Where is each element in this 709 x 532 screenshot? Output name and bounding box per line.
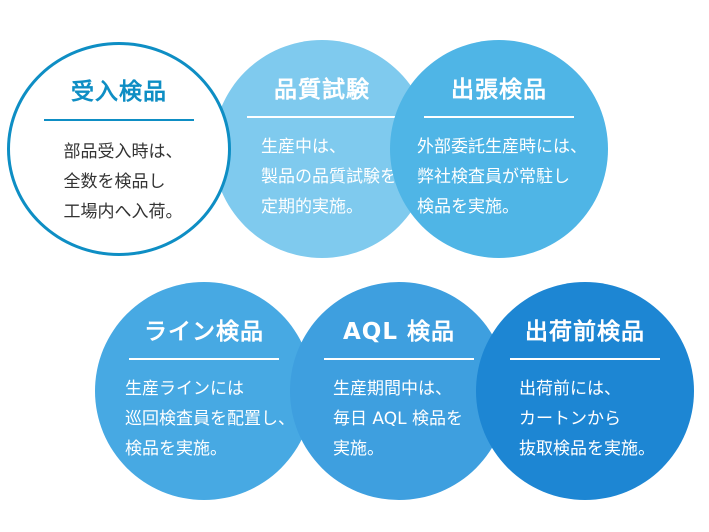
description-line: 定期的実施。 (261, 197, 363, 217)
description-line: 毎日 AQL 検品を (333, 409, 463, 429)
description-line: カートンから (519, 409, 621, 429)
circle-title: ライン検品 (144, 319, 264, 345)
divider (129, 358, 279, 360)
circle-receiving-inspection: 受入検品 部品受入時は、 全数を検品し 工場内へ入荷。 (7, 42, 231, 256)
description-line: 部品受入時は、 (63, 142, 183, 162)
description-line: 製品の品質試験を (261, 167, 397, 187)
circle-aql-inspection: AQL 検品 生産期間中は、 毎日 AQL 検品を 実施。 (290, 282, 508, 500)
description-line: 巡回検査員を配置し、 (125, 409, 295, 429)
description-line: 生産中は、 (261, 137, 346, 157)
divider (324, 358, 474, 360)
circle-description: 生産期間中は、 毎日 AQL 検品を 実施。 (333, 374, 463, 464)
description-line: 外部委託生産時には、 (417, 137, 587, 157)
description-line: 工場内へ入荷。 (63, 202, 183, 222)
circle-onsite-inspection: 出張検品 外部委託生産時には、 弊社検査員が常駐し 検品を実施。 (390, 40, 608, 258)
circle-description: 外部委託生産時には、 弊社検査員が常駐し 検品を実施。 (417, 132, 587, 222)
circle-line-inspection: ライン検品 生産ラインには 巡回検査員を配置し、 検品を実施。 (95, 282, 313, 500)
circle-description: 出荷前には、 カートンから 抜取検品を実施。 (519, 374, 655, 464)
circle-description: 生産ラインには 巡回検査員を配置し、 検品を実施。 (125, 374, 295, 464)
circle-title: 出荷前検品 (525, 319, 645, 345)
circle-title: 出張検品 (451, 77, 547, 103)
divider (247, 116, 397, 118)
description-line: 弊社検査員が常駐し (417, 167, 570, 187)
description-line: 検品を実施。 (125, 439, 227, 459)
circle-title: 受入検品 (71, 79, 167, 105)
divider (510, 358, 660, 360)
description-line: 抜取検品を実施。 (519, 439, 655, 459)
description-line: 全数を検品し (63, 172, 166, 192)
description-line: 検品を実施。 (417, 197, 519, 217)
description-line: 生産ラインには (125, 379, 244, 399)
description-line: 出荷前には、 (519, 379, 621, 399)
circle-description: 部品受入時は、 全数を検品し 工場内へ入荷。 (64, 137, 183, 227)
circle-title: AQL 検品 (342, 319, 455, 345)
divider (44, 119, 194, 121)
description-line: 実施。 (333, 439, 384, 459)
divider (424, 116, 574, 118)
circle-title: 品質試験 (274, 77, 370, 103)
description-line: 生産期間中は、 (333, 379, 452, 399)
circle-description: 生産中は、 製品の品質試験を 定期的実施。 (261, 132, 397, 222)
circle-pre-shipment-inspection: 出荷前検品 出荷前には、 カートンから 抜取検品を実施。 (476, 282, 694, 500)
